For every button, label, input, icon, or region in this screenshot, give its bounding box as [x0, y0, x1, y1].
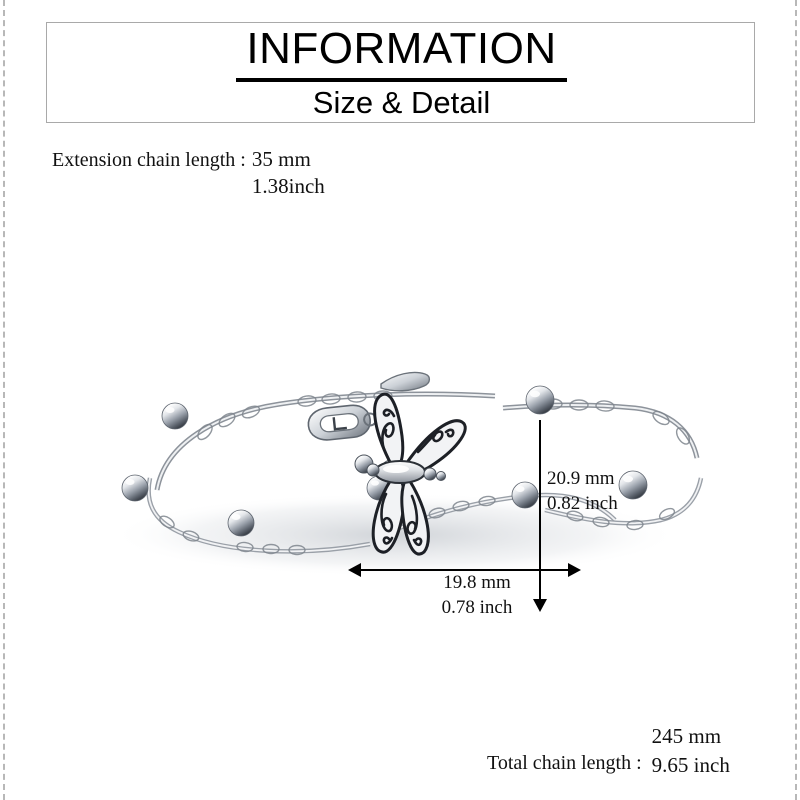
lobster-clasp [307, 404, 378, 441]
dragonfly-charm [354, 392, 467, 556]
chain-beads [121, 385, 648, 537]
width-mm: 19.8 mm [443, 572, 511, 593]
dragonfly-tail-bead [423, 467, 437, 481]
extension-chain-label: Extension chain length : [52, 149, 246, 171]
total-chain-inch: 9.65 inch [651, 753, 730, 777]
chain-links [159, 390, 691, 556]
total-chain-spec: Total chain length : 245 mm 9.65 inch [487, 722, 730, 780]
header-box: INFORMATION Size & Detail [46, 22, 755, 123]
page-title: INFORMATION [246, 24, 557, 73]
product-image [95, 360, 705, 620]
width-dimension-label: 19.8 mm 0.78 inch [422, 570, 532, 620]
filigree-detail [380, 408, 455, 547]
total-chain-mm: 245 mm [651, 724, 722, 748]
height-arrow-bottom [533, 599, 547, 612]
width-arrow-left [348, 563, 361, 577]
extension-chain-values: 35 mm 1.38inch [252, 146, 325, 200]
width-dimension-line [355, 569, 575, 571]
bracelet-illustration [110, 371, 704, 577]
page-border-right [795, 0, 797, 800]
width-inch: 0.78 inch [441, 597, 513, 618]
height-mm: 20.9 mm [547, 468, 615, 489]
page-border-left [3, 0, 5, 800]
total-chain-values: 245 mm 9.65 inch [652, 722, 730, 780]
chain-strands [146, 391, 704, 554]
title-underline [236, 78, 567, 82]
height-dimension-line [539, 420, 541, 605]
extension-end-tag [380, 371, 431, 392]
extension-chain-inch: 1.38inch [251, 174, 325, 198]
extension-chain-spec: Extension chain length : 35 mm 1.38inch [52, 146, 325, 200]
total-chain-label: Total chain length : [487, 752, 642, 774]
height-dimension-label: 20.9 mm 0.82 inch [547, 466, 618, 516]
width-arrow-right [568, 563, 581, 577]
page-subtitle: Size & Detail [312, 85, 491, 120]
height-inch: 0.82 inch [547, 493, 618, 514]
extension-chain-mm: 35 mm [251, 147, 311, 171]
